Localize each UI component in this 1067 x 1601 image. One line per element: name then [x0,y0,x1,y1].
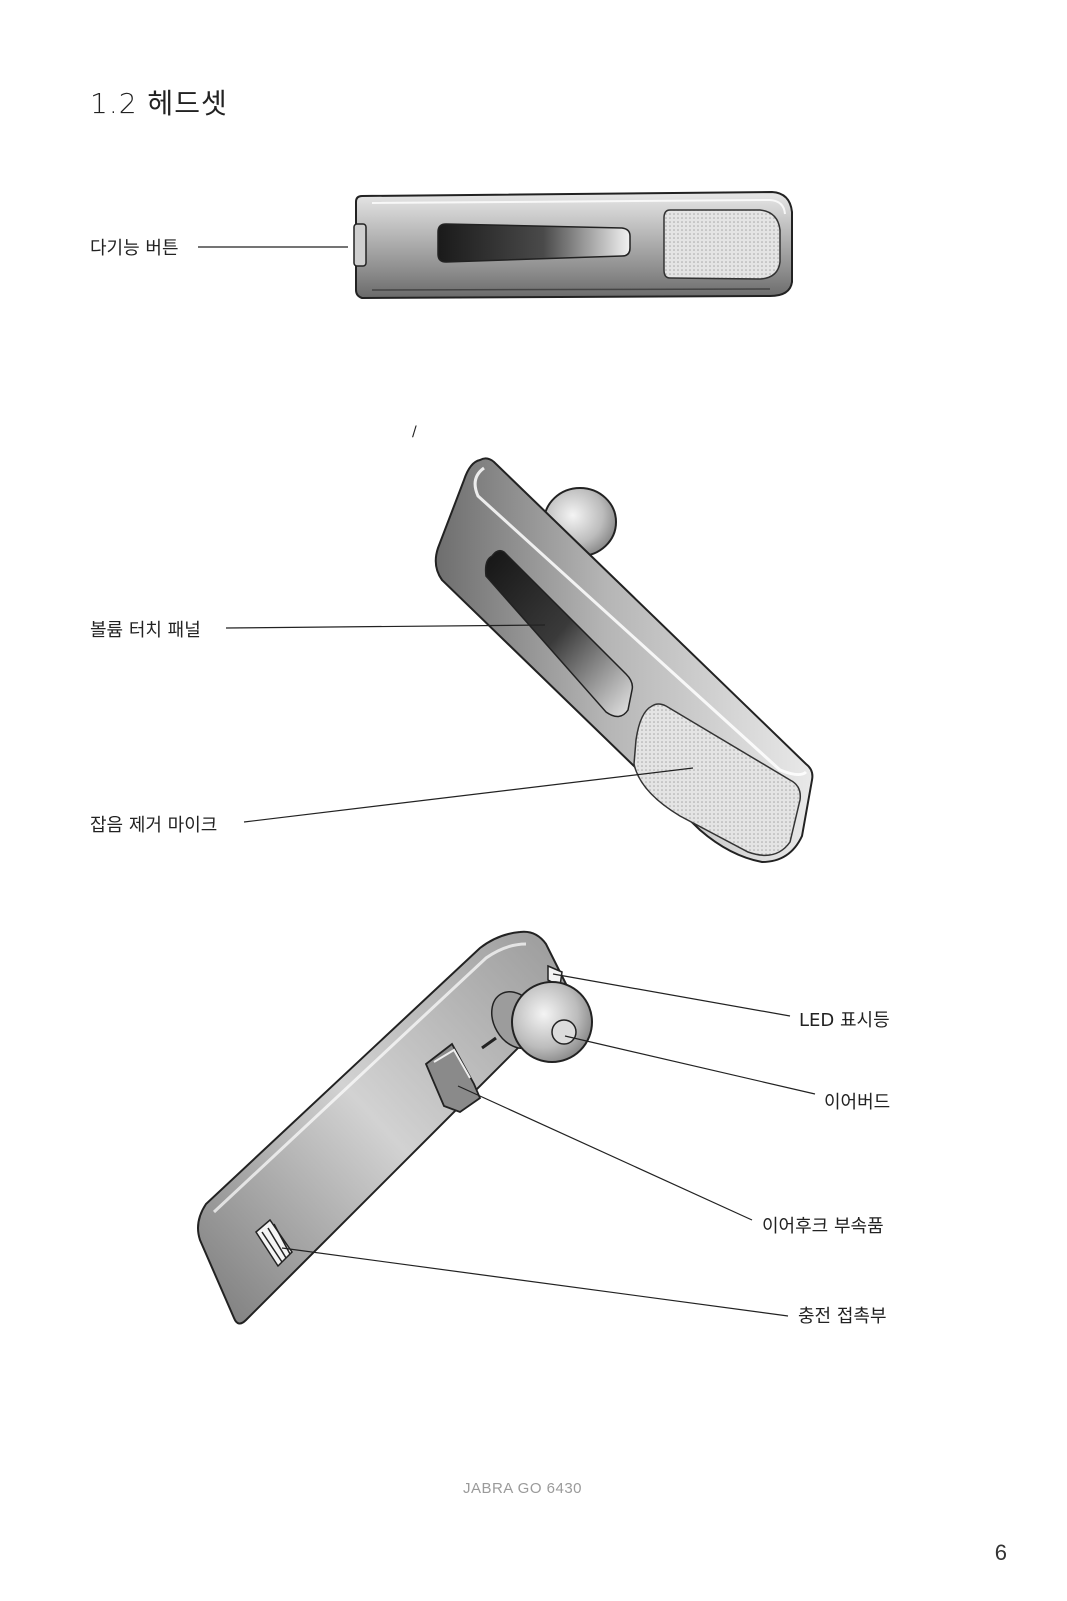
label-led-indicator: LED 표시등 [799,1010,890,1031]
label-multi-function-button: 다기능 버튼 [90,238,179,259]
headset-side-view [434,457,814,864]
earbud-shape [511,981,593,1063]
earhook-attachment-shape [424,1042,482,1114]
label-charging-contacts: 충전 접촉부 [798,1306,887,1327]
stray-mark: / [412,424,417,440]
multi-function-button-shape [353,223,367,267]
headset-top-view [353,190,793,300]
label-earbud: 이어버드 [824,1092,891,1113]
headset-back-view [197,930,593,1325]
page-number: 6 [994,1540,1007,1565]
label-noise-cancel-mic: 잡음 제거 마이크 [90,815,218,836]
charging-contacts-shape [255,1218,293,1268]
footer-product-name: JABRA GO 6430 [462,1480,583,1497]
label-volume-touch-panel: 볼륨 터치 패널 [90,620,201,641]
section-title: 1.2 헤드셋 [90,87,228,120]
label-earhook-attachment: 이어후크 부속품 [762,1216,884,1237]
